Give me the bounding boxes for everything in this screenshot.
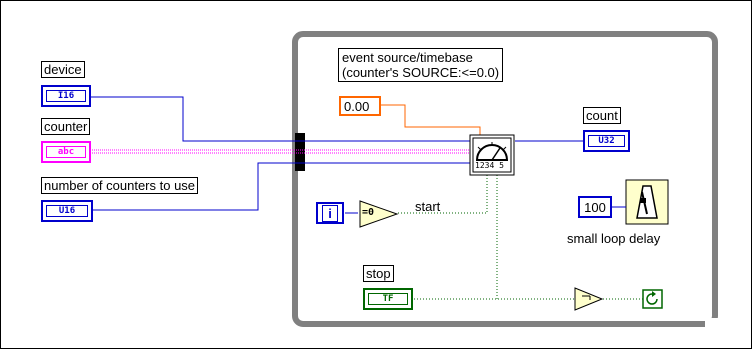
device-wire [90, 96, 470, 142]
device-label: device [41, 61, 85, 78]
counter-label: counter [41, 118, 91, 135]
iteration-terminal[interactable]: i [316, 202, 344, 224]
equal-zero-node[interactable] [359, 200, 399, 228]
delay-constant[interactable]: 100 [578, 196, 612, 218]
count-type: U32 [588, 135, 625, 147]
event-source-line2: (counter's SOURCE:<=0.0) [342, 65, 500, 80]
loop-condition-terminal[interactable] [642, 289, 663, 309]
num-counters-terminal[interactable]: U16 [41, 200, 93, 222]
timebase-constant[interactable]: 0.00 [339, 96, 381, 116]
stop-control[interactable]: TF [363, 288, 413, 310]
timebase-wire [381, 104, 481, 135]
start-wire [398, 175, 488, 214]
counter-vi-icon[interactable] [469, 134, 515, 176]
counter-type: abc [46, 146, 86, 158]
counter-terminal[interactable]: abc [41, 141, 91, 163]
equal-zero-text: =0 [362, 207, 375, 218]
counter-vi-ticks: 1234 5 [475, 161, 504, 170]
small-loop-delay-label: small loop delay [567, 231, 661, 246]
count-indicator[interactable]: U32 [583, 130, 630, 152]
device-type: I16 [46, 90, 86, 102]
metronome-icon[interactable] [625, 179, 669, 225]
event-source-label: event source/timebase (counter's SOURCE:… [338, 48, 504, 82]
start-label: start [415, 199, 441, 214]
num-counters-label: number of counters to use [41, 177, 199, 194]
stop-label: stop [363, 265, 394, 282]
stop-type: TF [368, 293, 408, 305]
event-source-line1: event source/timebase [342, 50, 473, 65]
while-loop-frame[interactable] [292, 31, 718, 327]
loop-corner-notch [705, 318, 719, 328]
device-terminal[interactable]: I16 [41, 85, 91, 107]
num-counters-wire [92, 162, 470, 211]
count-label: count [583, 107, 621, 124]
iteration-symbol: i [322, 204, 338, 222]
not-node[interactable] [574, 287, 604, 311]
loop-tunnel [295, 133, 305, 171]
num-counters-type: U16 [46, 205, 88, 217]
